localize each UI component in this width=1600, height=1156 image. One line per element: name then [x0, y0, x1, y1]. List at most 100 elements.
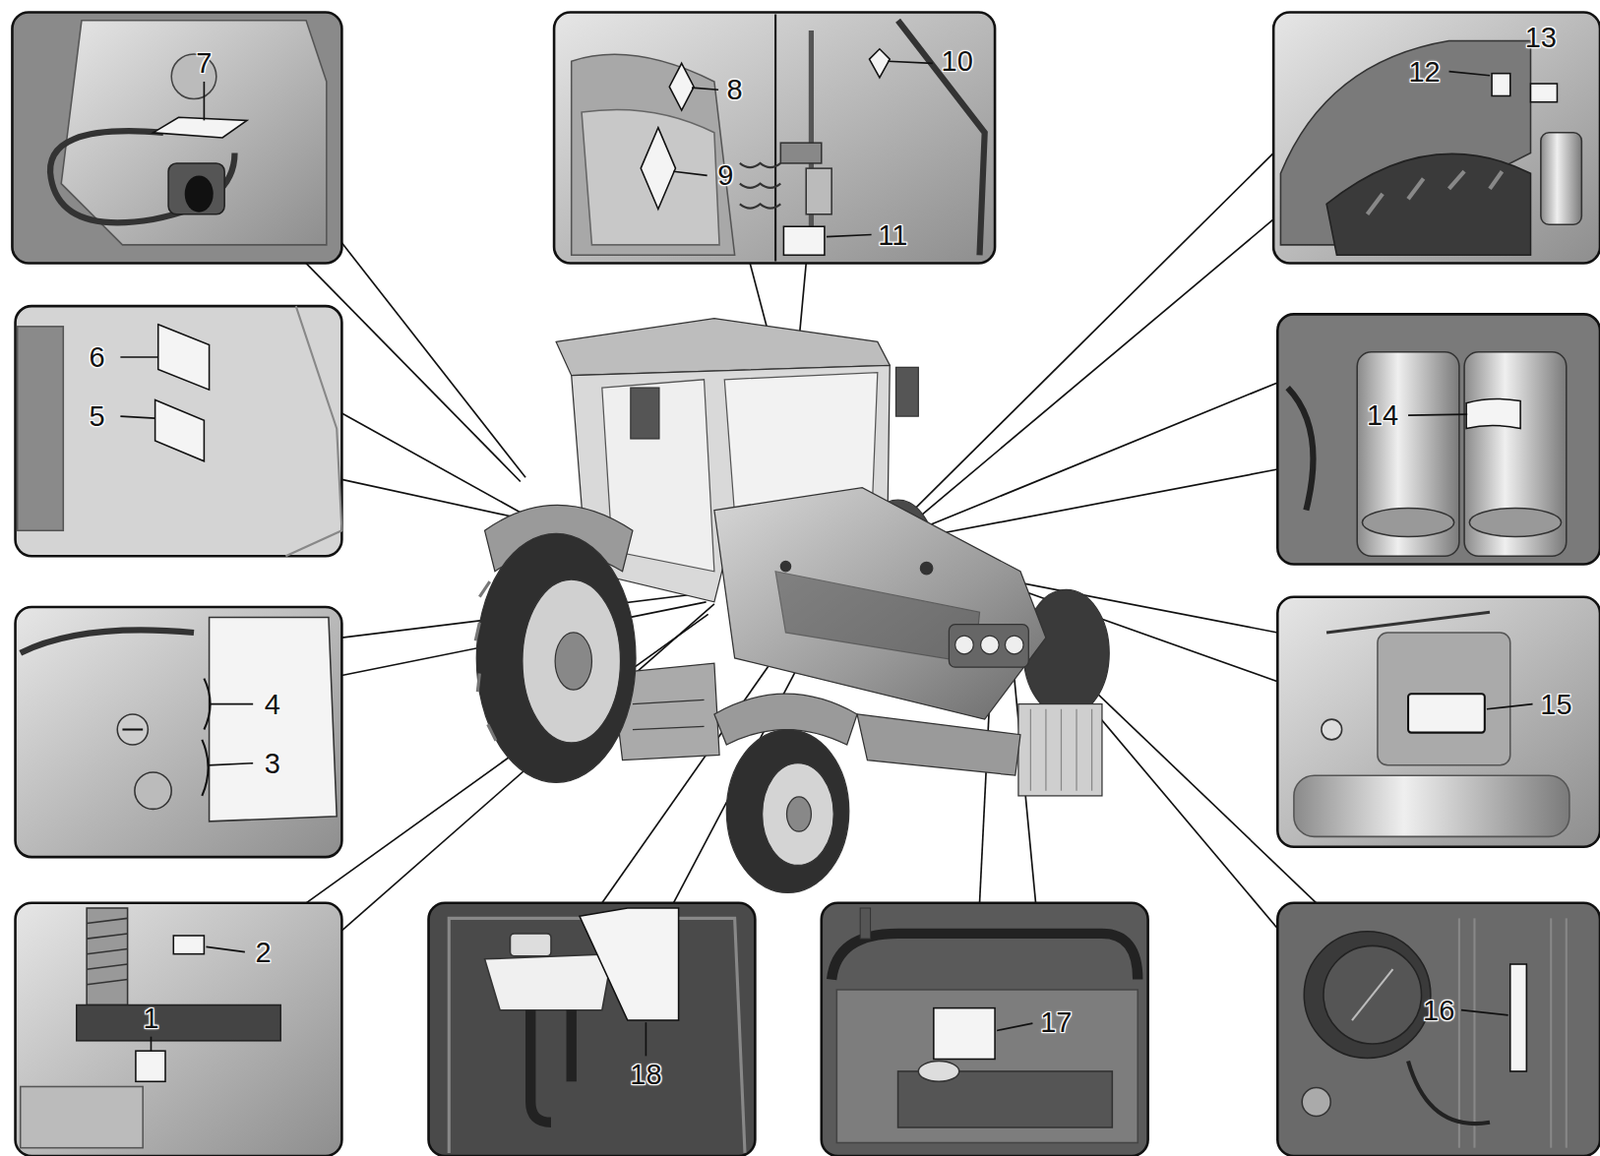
illustration-part [429, 903, 756, 1156]
illustration-part [86, 908, 127, 1006]
callout-number: 4 [264, 689, 281, 719]
illustration-part [1367, 171, 1503, 215]
illustration-part [911, 382, 1278, 533]
illustration-part [640, 127, 676, 210]
illustration-part [86, 964, 127, 970]
illustration-part [726, 730, 849, 894]
leader-lines [120, 61, 1533, 1056]
callout-number: 11 [877, 220, 908, 249]
illustration-part [1352, 969, 1393, 1021]
illustration-part [15, 607, 343, 858]
illustration-part [1004, 635, 1024, 655]
illustration-part [173, 935, 204, 955]
illustration-part [918, 1061, 959, 1083]
illustration-part [1408, 414, 1468, 416]
illustration-part [903, 219, 1274, 531]
illustration-part [1449, 171, 1466, 189]
illustration-part [1045, 709, 1047, 792]
illustration-part [203, 81, 206, 121]
callout-number: 10 [941, 47, 974, 76]
illustration-part [774, 14, 777, 262]
illustration-part [1486, 704, 1534, 710]
callout-number: 9 [717, 161, 734, 190]
illustration-part [780, 560, 791, 571]
illustration-part [1303, 931, 1431, 1059]
illustration-part [1466, 398, 1521, 429]
illustration-part [1459, 918, 1567, 1148]
callout-number: 3 [264, 748, 281, 778]
illustration-part [17, 326, 64, 531]
illustration-part [86, 918, 127, 985]
illustration-part [860, 908, 870, 939]
illustration-part [1469, 507, 1561, 537]
illustration-part [1293, 775, 1570, 837]
illustration-part [553, 11, 995, 263]
illustration-part [50, 130, 235, 223]
illustration-part [1361, 507, 1454, 537]
illustration-part [918, 469, 1278, 538]
illustration-part [898, 20, 985, 256]
callout-number: 15 [1539, 689, 1572, 719]
illustration-part [1030, 709, 1032, 792]
illustration-part [1549, 918, 1552, 1148]
illustration-part [341, 243, 526, 479]
illustration-part [579, 908, 679, 1021]
illustration-part [488, 724, 496, 741]
illustration-part [1565, 918, 1568, 1148]
illustration-part [122, 728, 143, 731]
illustration-part [20, 1086, 143, 1148]
illustration-part [522, 579, 621, 743]
illustration-part [739, 163, 781, 209]
illustration-part [1030, 709, 1092, 792]
illustration-part [1091, 709, 1093, 792]
illustration-part [1356, 352, 1460, 556]
illustration-part [150, 1037, 153, 1052]
illustration-part [1461, 1010, 1509, 1016]
illustration-part [1491, 73, 1511, 97]
illustration-part [1510, 964, 1528, 1072]
illustration-part [1060, 709, 1062, 792]
illustration-part [948, 624, 1029, 669]
illustration-part [184, 175, 214, 212]
callout-number: 6 [88, 342, 105, 371]
illustration-part [996, 1023, 1033, 1031]
callout-number: 7 [195, 49, 212, 78]
illustration-part [1408, 693, 1485, 733]
illustration-part [981, 635, 1000, 655]
illustration-part [11, 11, 342, 263]
illustration-part [20, 629, 194, 653]
pointer-lines [306, 153, 1317, 931]
illustration-part [485, 954, 614, 1011]
illustration-part [1473, 918, 1476, 1148]
callout-number: 16 [1422, 995, 1455, 1025]
illustration-part [1326, 153, 1531, 255]
illustration-part [762, 763, 835, 866]
illustration-part [691, 87, 719, 90]
illustration-part [86, 948, 127, 954]
illustration-part [134, 772, 172, 809]
callout-number: 17 [1040, 1008, 1072, 1038]
illustration-part [1023, 589, 1109, 717]
illustration-part [530, 1010, 552, 1123]
illustration-part [1321, 719, 1343, 740]
illustration-part [1540, 132, 1582, 225]
callout-number: 18 [629, 1059, 662, 1089]
illustration-part [201, 739, 208, 797]
illustration-part [1464, 352, 1567, 556]
illustration-part [783, 226, 824, 255]
illustration-part [1326, 612, 1490, 633]
callout-number: 2 [254, 937, 271, 967]
illustration-part [836, 989, 1138, 1144]
illustration-part [15, 903, 343, 1156]
illustration-part [780, 142, 821, 164]
callout-number: 14 [1366, 401, 1399, 431]
callout-number: 12 [1408, 57, 1440, 86]
illustration-part [120, 356, 158, 359]
illustration-part [632, 726, 705, 730]
illustration-part [476, 533, 636, 783]
illustration-part [479, 581, 490, 598]
illustration-part [1301, 1088, 1331, 1117]
